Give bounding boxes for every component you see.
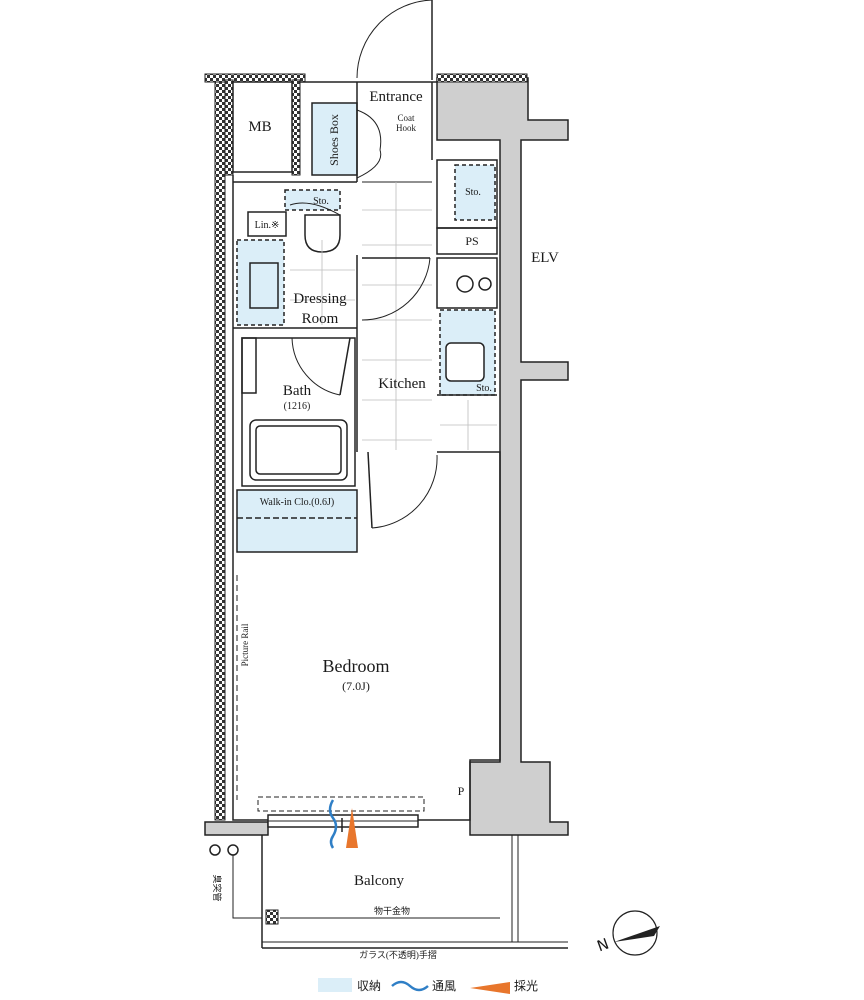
mb-left-wall	[224, 79, 234, 176]
compass: N	[595, 910, 660, 956]
elevator-core-wall	[436, 77, 569, 836]
balcony-area	[209, 835, 568, 949]
balcony-drain-block	[265, 909, 279, 925]
burner-1	[456, 275, 474, 293]
kitchen-sink	[445, 342, 485, 382]
interior-walls	[232, 81, 501, 821]
shoes-box	[311, 102, 358, 176]
p-label: P	[458, 784, 465, 798]
balcony-label: Balcony	[354, 873, 404, 889]
entrance-label: Entrance	[369, 89, 423, 105]
legend-lighting-label: 採光	[514, 979, 538, 993]
elv-label: ELV	[531, 250, 559, 266]
washing-machine	[249, 262, 279, 309]
lighting-arrow	[346, 808, 358, 848]
mb-label: MB	[248, 119, 271, 135]
coat-hook-label-2: Hook	[396, 123, 416, 133]
legend-ventilation-swatch	[391, 980, 429, 992]
ps-box	[436, 227, 498, 255]
ventilation-arrow	[328, 799, 338, 849]
entrance-door-arc	[356, 0, 433, 79]
window-sill-dashed	[257, 796, 425, 812]
apartment-outline	[232, 175, 501, 821]
bathtub	[249, 419, 348, 481]
bath-room	[241, 337, 356, 487]
left-outer-wall	[214, 77, 226, 821]
vent-pipe-line	[232, 855, 262, 919]
top-wall-left	[204, 73, 306, 83]
dressing-label-1: Dressing	[293, 291, 347, 307]
bedroom-size-label: (7.0J)	[342, 679, 370, 693]
dressing-label-2: Room	[302, 311, 339, 327]
coat-hook-label-1: Coat	[398, 113, 415, 123]
compass-ring	[612, 910, 658, 956]
bedroom-door-leaf[interactable]	[367, 451, 373, 529]
bath-door-arc	[291, 337, 341, 396]
bedroom-door-arc	[371, 454, 438, 529]
top-wall-right	[436, 73, 528, 83]
compass-needle	[614, 926, 660, 942]
sto-top-label: Sto.	[313, 196, 329, 207]
legend-storage-swatch	[318, 978, 352, 992]
bath-label: Bath	[283, 383, 312, 399]
vent-pipe-label: 臭突管	[212, 874, 223, 901]
structural-walls	[204, 77, 569, 836]
drying-hardware-label: 物干金物	[374, 905, 410, 916]
vent-pipe-2	[227, 844, 239, 856]
window-indicators	[328, 799, 358, 849]
dressing-storage	[236, 239, 285, 326]
mb-divider-wall	[291, 79, 301, 176]
stove	[436, 257, 498, 309]
floor-tiles	[290, 182, 497, 450]
burner-2	[478, 277, 492, 291]
legend-storage-label: 収納	[357, 979, 381, 993]
toilet-bowl	[304, 214, 341, 253]
bedroom-label: Bedroom	[323, 656, 390, 676]
kitchen-sto-label: Sto.	[476, 383, 492, 394]
room-labels: MB Entrance Shoes Box Coat Hook Sto. Lin…	[212, 89, 559, 960]
shoes-door-arc	[356, 109, 382, 179]
kitchen-sto-top-fill	[454, 164, 496, 221]
bath-door-leaf[interactable]	[339, 337, 351, 396]
walkin-closet	[236, 489, 358, 553]
kitchen-sto-top-label: Sto.	[465, 187, 481, 198]
hatched-walls	[204, 73, 528, 925]
sto-shelf	[284, 189, 341, 211]
bath-vanity	[241, 337, 257, 394]
legend: 収納 通風 採光	[318, 978, 538, 994]
legend-lighting-swatch	[470, 982, 510, 994]
handrail-label: ガラス(不透明)手摺	[359, 949, 437, 960]
lin-label: Lin.※	[255, 220, 280, 231]
doors	[257, 0, 438, 828]
lin-box	[247, 211, 287, 237]
ps-label: PS	[465, 234, 478, 248]
picture-rail-label: Picture Rail	[240, 623, 250, 666]
bathtub-inner	[255, 425, 342, 475]
walkin-label: Walk-in Clo.(0.6J)	[260, 497, 334, 508]
dressing-door-arc	[361, 257, 431, 321]
bath-size-label: (1216)	[284, 401, 311, 412]
compass-north-label: N	[595, 935, 612, 956]
toilet-door-arc	[289, 202, 341, 216]
shoes-box-label: Shoes Box	[327, 114, 341, 166]
vent-pipe-1	[209, 844, 221, 856]
kitchen-label: Kitchen	[378, 376, 426, 392]
mb-room	[232, 81, 293, 173]
bottom-left-wall	[204, 821, 269, 836]
legend-ventilation-label: 通風	[432, 979, 456, 993]
